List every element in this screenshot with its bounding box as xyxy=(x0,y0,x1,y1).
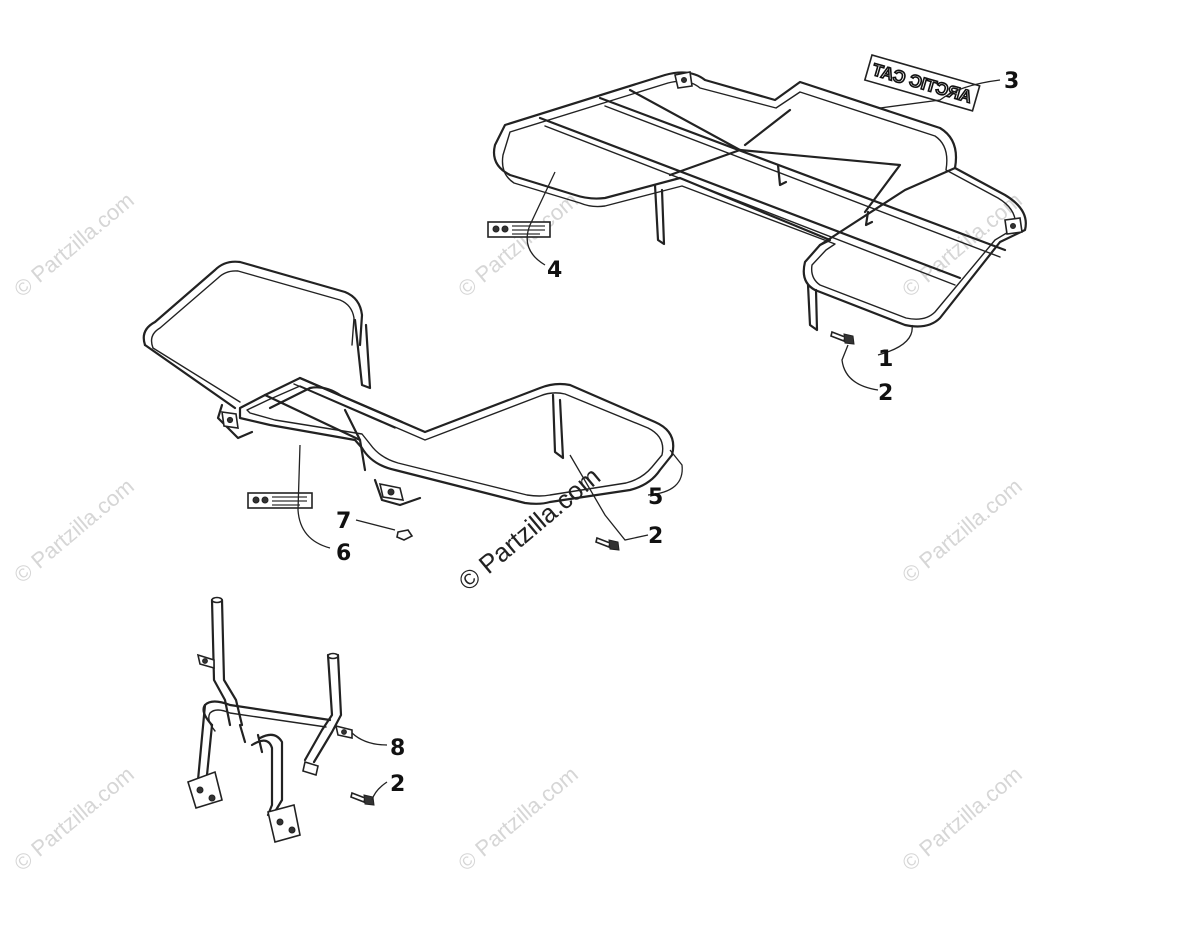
watermark-top-center: © Partzilla.com xyxy=(453,187,583,301)
center-watermark: © Partzilla.com xyxy=(453,461,606,597)
bolt-bracket xyxy=(350,791,375,806)
warning-decal-front xyxy=(247,492,313,509)
watermark-bottom-center: © Partzilla.com xyxy=(453,761,583,875)
watermark-mid-right: © Partzilla.com xyxy=(897,473,1027,587)
callout-8: 8 xyxy=(390,736,405,761)
warning-decal-rear xyxy=(487,221,551,238)
bolt-rear xyxy=(830,330,855,345)
watermark-top-left: © Partzilla.com xyxy=(9,187,139,301)
leader-lines xyxy=(297,79,1001,801)
callout-5: 5 xyxy=(648,485,663,510)
callout-labels: 1 2 3 4 5 2 7 6 8 2 xyxy=(336,69,1019,797)
rear-rack xyxy=(492,71,1027,332)
callout-2-bracket: 2 xyxy=(390,772,405,797)
callout-6: 6 xyxy=(336,541,351,566)
watermark-mid-left: © Partzilla.com xyxy=(9,473,139,587)
rack-support-bracket xyxy=(187,596,353,843)
nut-part-7 xyxy=(396,529,414,541)
callout-7: 7 xyxy=(336,509,351,534)
watermark-bottom-right: © Partzilla.com xyxy=(897,761,1027,875)
watermark-bottom-left: © Partzilla.com xyxy=(9,761,139,875)
bolt-front xyxy=(595,536,620,551)
front-rack xyxy=(142,260,675,507)
callout-1: 1 xyxy=(878,347,893,372)
callout-4: 4 xyxy=(547,258,562,283)
callout-2-front: 2 xyxy=(648,524,663,549)
callout-3: 3 xyxy=(1004,69,1019,94)
callout-2-rear: 2 xyxy=(878,381,893,406)
